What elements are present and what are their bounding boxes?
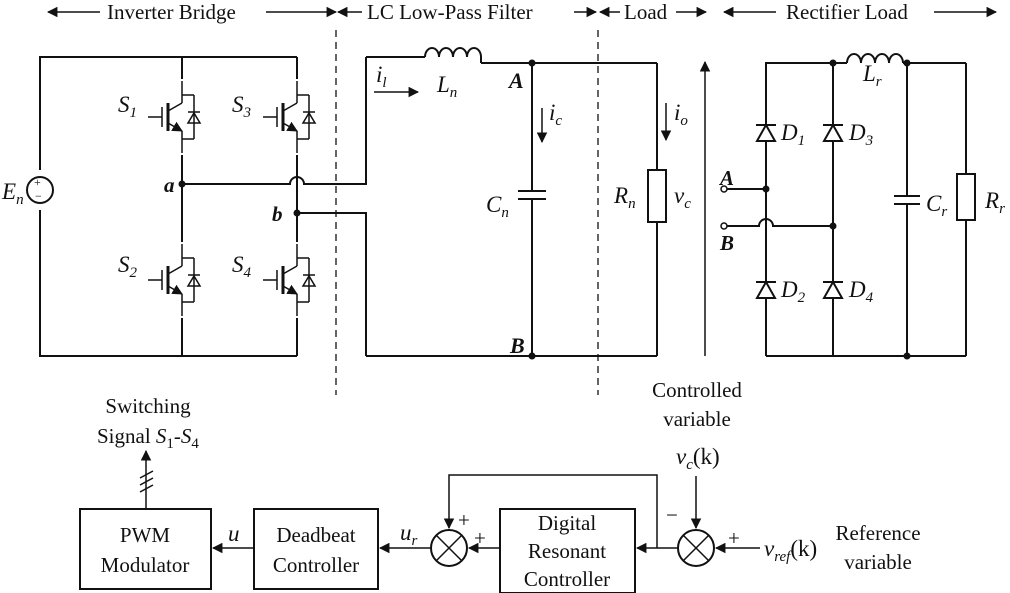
resonant-line1: Digital xyxy=(538,511,596,535)
diode-d1-label: D1 xyxy=(780,120,805,149)
diode-d3-label: D3 xyxy=(848,120,873,149)
diode-d3 xyxy=(822,124,844,142)
resistor-rn-label: Rn xyxy=(613,183,636,212)
rectifier-load: Lr D1 D3 D2 D4 A B Cr Rr xyxy=(718,53,1005,360)
resonant-line2: Resonant xyxy=(528,539,606,563)
switch-label-s1: S1 xyxy=(118,92,137,121)
reference-variable-line2: variable xyxy=(844,550,912,574)
resonant-controller-block xyxy=(499,508,636,593)
sum1-right-sign: + xyxy=(474,526,486,550)
switch-s4 xyxy=(263,242,319,318)
inverter-bridge: + − En S1 S3 S2 S4 a b xyxy=(1,56,367,357)
switch-label-s4: S4 xyxy=(232,252,252,281)
deadbeat-controller-block xyxy=(253,508,379,590)
capacitor-cn-label: Cn xyxy=(486,192,509,221)
switch-s3 xyxy=(263,79,319,155)
switch-label-s3: S3 xyxy=(232,92,251,121)
switch-label-s2: S2 xyxy=(118,252,138,281)
dc-source-symbol xyxy=(26,176,54,204)
controlled-variable-line2: variable xyxy=(663,407,731,431)
resistor-rr xyxy=(956,173,976,221)
header-load: Load xyxy=(624,0,668,24)
node-a-label: a xyxy=(164,173,175,197)
header-rectifier-load: Rectifier Load xyxy=(786,0,908,24)
pwm-modulator-block xyxy=(79,508,212,590)
diode-d4 xyxy=(822,281,844,299)
source-label: En xyxy=(1,179,24,208)
inductor-lr xyxy=(846,53,904,64)
capacitor-cr-label: Cr xyxy=(926,191,947,220)
diode-d2-label: D2 xyxy=(780,277,806,306)
diode-d1 xyxy=(755,124,777,142)
resistor-rn xyxy=(647,169,667,223)
svg-text:+: + xyxy=(34,175,41,189)
switching-signal-line1: Switching xyxy=(105,394,191,418)
current-io-label: io xyxy=(674,100,688,129)
sum2-right-sign: + xyxy=(728,526,740,550)
lc-filter: Ln il Cn ic A B xyxy=(366,47,657,360)
switch-s2 xyxy=(148,242,204,318)
controlled-variable-line1: Controlled xyxy=(652,378,742,402)
current-ic-label: ic xyxy=(549,100,562,129)
reference-variable-line1: Reference xyxy=(835,521,920,545)
sum1-top-sign: + xyxy=(458,508,470,532)
linear-load: io Rn vc xyxy=(613,60,711,356)
inductor-ln-label: Ln xyxy=(436,72,457,101)
resistor-rr-label: Rr xyxy=(984,188,1005,217)
switching-signal-line2: Signal S1-S4 xyxy=(97,424,199,452)
pwm-line2: Modulator xyxy=(101,553,190,577)
signal-u-label: u xyxy=(228,521,240,546)
section-headers: Inverter Bridge LC Low-Pass Filter Load … xyxy=(46,0,998,24)
rectifier-input-B: B xyxy=(719,231,734,255)
resonant-line3: Controller xyxy=(524,567,610,591)
switch-s1 xyxy=(148,79,204,155)
node-B-label: B xyxy=(509,333,525,358)
inductor-ln xyxy=(424,47,482,58)
node-b-label: b xyxy=(272,202,283,226)
svg-text:−: − xyxy=(35,189,42,203)
signal-ur-label: ur xyxy=(400,520,418,549)
inductor-lr-label: Lr xyxy=(862,61,882,90)
reference-vref-label: vref(k) xyxy=(764,536,817,565)
header-inverter-bridge: Inverter Bridge xyxy=(107,0,236,24)
rectifier-input-A: A xyxy=(718,166,734,190)
current-il-label: il xyxy=(376,62,387,91)
header-lc-filter: LC Low-Pass Filter xyxy=(367,0,533,24)
feedback-vck-label: vc(k) xyxy=(676,444,720,473)
sum2-top-sign: − xyxy=(666,503,678,527)
control-loop: Controlled variable Switching Signal S1-… xyxy=(79,378,921,593)
deadbeat-line2: Controller xyxy=(273,553,359,577)
diode-d2 xyxy=(755,281,777,299)
pwm-line1: PWM xyxy=(120,523,171,547)
node-A-label: A xyxy=(507,68,524,93)
deadbeat-line1: Deadbeat xyxy=(276,523,355,547)
diode-d4-label: D4 xyxy=(848,277,874,306)
voltage-vc-label: vc xyxy=(674,183,691,212)
